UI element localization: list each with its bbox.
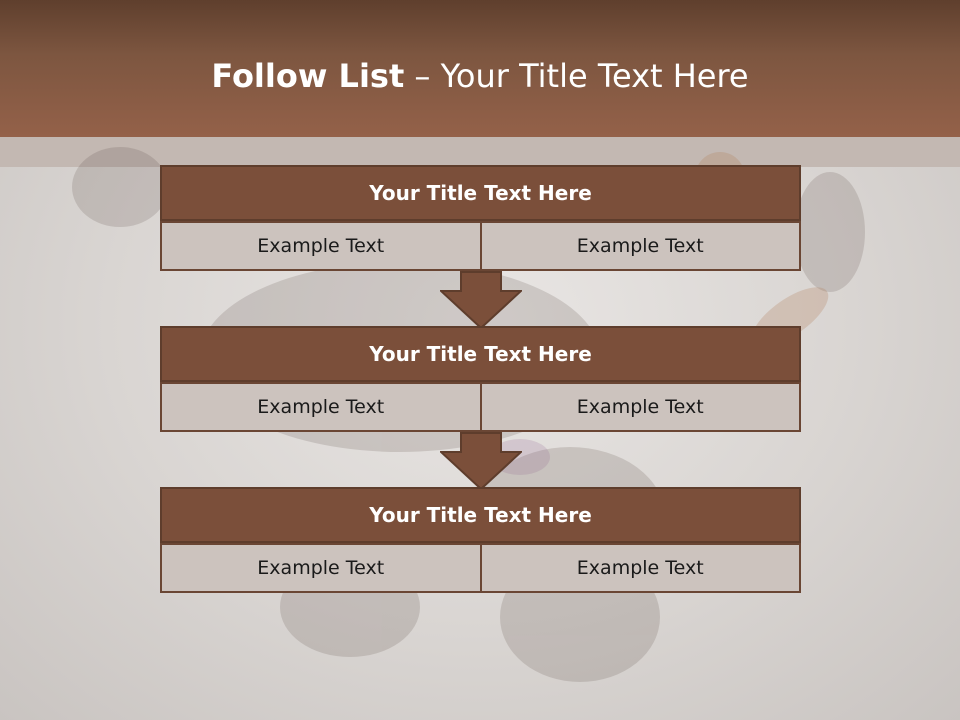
down-arrow-icon xyxy=(440,271,522,329)
block-row: Example Text Example Text xyxy=(160,382,801,432)
block-cell-right: Example Text xyxy=(481,543,801,593)
block-cell-right: Example Text xyxy=(481,221,801,271)
block-title: Your Title Text Here xyxy=(160,487,801,543)
list-block-3: Your Title Text Here Example Text Exampl… xyxy=(160,487,801,593)
block-cell-left: Example Text xyxy=(160,221,482,271)
slide-header: Follow List – Your Title Text Here xyxy=(0,0,960,137)
block-row: Example Text Example Text xyxy=(160,543,801,593)
block-row: Example Text Example Text xyxy=(160,221,801,271)
list-block-2: Your Title Text Here Example Text Exampl… xyxy=(160,326,801,432)
block-title: Your Title Text Here xyxy=(160,165,801,221)
header-band xyxy=(0,137,960,167)
slide-title: Follow List – Your Title Text Here xyxy=(0,56,960,96)
list-block-1: Your Title Text Here Example Text Exampl… xyxy=(160,165,801,271)
block-cell-left: Example Text xyxy=(160,543,482,593)
slide-title-bold: Follow List xyxy=(211,57,405,95)
slide-title-rest: – Your Title Text Here xyxy=(404,57,749,95)
down-arrow-icon xyxy=(440,432,522,490)
block-title: Your Title Text Here xyxy=(160,326,801,382)
block-cell-left: Example Text xyxy=(160,382,482,432)
block-cell-right: Example Text xyxy=(481,382,801,432)
